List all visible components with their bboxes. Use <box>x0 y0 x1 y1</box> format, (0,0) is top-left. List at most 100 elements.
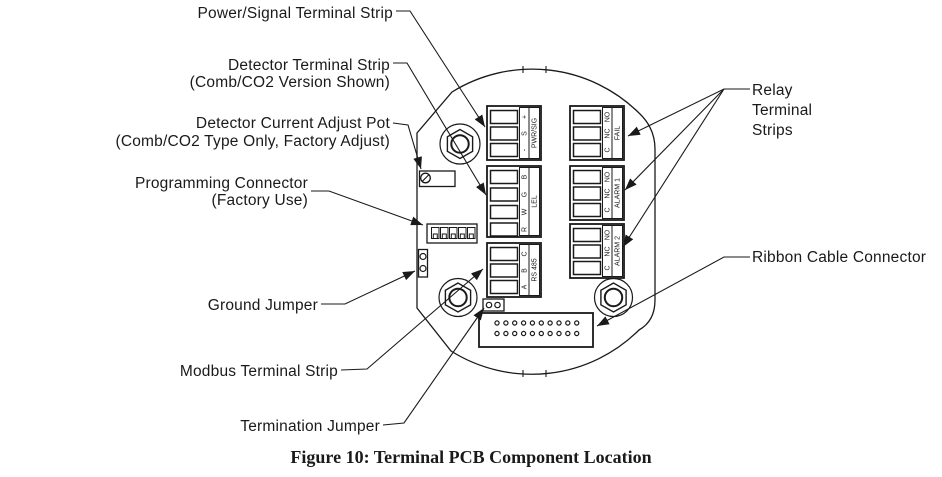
terminal-label: C <box>604 147 611 152</box>
terminal-cell <box>489 187 519 202</box>
terminal-cell <box>572 186 602 201</box>
terminal-label: C <box>604 207 611 212</box>
label-programming-line2: (Factory Use) <box>212 192 308 209</box>
terminal-label: - <box>521 148 528 151</box>
power-signal-leader <box>396 10 486 128</box>
relay-terminal-strip-alarm1: NO NC C ALARM 1 <box>569 165 625 221</box>
callout-labels: Power/Signal Terminal Strip Detector Ter… <box>115 5 926 435</box>
label-pot-line2: (Comb/CO2 Type Only, Factory Adjust) <box>115 133 390 150</box>
strip-name-column <box>611 167 623 219</box>
relay-terminal-strip-alarm2: NO NC C ALARM 2 <box>569 223 625 279</box>
jumper-body <box>417 248 429 278</box>
pot-screw-slot <box>421 174 430 183</box>
strip-name-column <box>528 107 540 159</box>
terminal-label: NO <box>604 171 611 182</box>
terminal-cell <box>489 169 519 185</box>
terminal-label: B <box>521 268 528 273</box>
terminal-cell <box>489 126 519 141</box>
label-modbus: Modbus Terminal Strip <box>180 363 338 380</box>
screw-head <box>448 287 468 308</box>
label-termination: Termination Jumper <box>240 418 380 435</box>
terminal-cell <box>489 109 519 125</box>
screw-head <box>450 134 470 154</box>
ribbon-body <box>478 312 594 348</box>
terminal-label: NO <box>604 111 611 122</box>
modbus-terminal-strip: C B A RS 485 <box>486 242 542 298</box>
label-relay-line1: Relay <box>752 82 793 99</box>
jumper-pin <box>419 252 427 261</box>
relay-leader-alarm2 <box>622 88 725 248</box>
terminal-cell <box>572 142 602 158</box>
strip-name-column <box>528 167 540 236</box>
figure-caption: Figure 10: Terminal PCB Component Locati… <box>290 447 651 467</box>
terminal-cell <box>572 227 602 243</box>
terminal-cell <box>489 246 519 262</box>
label-pot-line1: Detector Current Adjust Pot <box>196 115 391 132</box>
terminal-label: C <box>521 251 528 256</box>
modbus-leader <box>340 268 484 371</box>
terminal-cell <box>572 126 602 141</box>
terminal-cell <box>489 142 519 158</box>
strip-name: PWR/SIG <box>531 118 538 148</box>
terminal-cell <box>489 279 519 295</box>
terminal-cell <box>572 202 602 218</box>
label-detector-line1: Detector Terminal Strip <box>228 57 390 74</box>
detector-terminal-strip: B G W R LEL <box>486 165 542 238</box>
label-ground-jumper: Ground Jumper <box>208 297 318 314</box>
terminal-label: A <box>521 284 528 289</box>
label-detector-line2: (Comb/CO2 Version Shown) <box>190 74 390 91</box>
screw-head <box>603 287 624 308</box>
callout-leaders <box>311 10 750 426</box>
terminal-cell <box>489 204 519 220</box>
terminal-cell <box>489 263 519 278</box>
mounting-screw-top-left <box>439 123 481 165</box>
power-signal-terminal-strip: + S - PWR/SIG <box>486 105 542 161</box>
strip-name-column <box>611 225 623 277</box>
terminal-label: + <box>521 115 528 119</box>
programming-connector <box>426 223 478 244</box>
terminal-label: NO <box>604 229 611 240</box>
relay-terminal-strip-fail: NO NC C FAIL <box>569 105 625 161</box>
terminal-label: W <box>521 208 528 215</box>
terminal-label: S <box>521 131 528 136</box>
pin-slot <box>441 233 447 239</box>
label-relay-line3: Strips <box>752 122 793 139</box>
termination-leader <box>382 307 485 426</box>
terminal-label: B <box>521 174 528 179</box>
pin-slot <box>432 233 438 239</box>
pin-slot <box>459 233 465 239</box>
termination-jumper <box>482 298 505 312</box>
pin-slot <box>468 233 474 239</box>
ground-jumper <box>417 248 429 278</box>
pin-slot <box>450 233 456 239</box>
ribbon-leader <box>596 256 750 327</box>
mounting-screw-bottom-left <box>438 277 478 318</box>
mounting-screw-bottom-right <box>593 277 634 318</box>
relay-leader-alarm1 <box>624 88 725 191</box>
strip-name: ALARM 1 <box>614 178 621 208</box>
jumper-pin <box>494 301 501 309</box>
terminal-label: NC <box>604 188 611 198</box>
terminal-label: G <box>521 192 528 197</box>
terminal-label: C <box>604 265 611 270</box>
terminal-label: NC <box>604 246 611 256</box>
strip-name: LEL <box>531 195 538 208</box>
strip-name-column <box>528 244 540 296</box>
label-power-signal: Power/Signal Terminal Strip <box>197 5 393 22</box>
jumper-pin <box>485 301 493 309</box>
strip-name: FAIL <box>614 126 621 141</box>
terminal-cell <box>572 169 602 185</box>
ribbon-pin-holes <box>494 320 580 337</box>
programming-leader <box>311 190 424 226</box>
jumper-pin <box>419 264 427 273</box>
terminal-cell <box>572 260 602 276</box>
strip-name: ALARM 2 <box>614 236 621 266</box>
pot-leader <box>392 122 422 170</box>
connector-pins <box>431 227 476 239</box>
terminal-cell <box>572 244 602 259</box>
ground-jumper-leader <box>321 270 416 305</box>
label-ribbon: Ribbon Cable Connector <box>752 249 926 266</box>
ribbon-cable-connector <box>478 312 594 348</box>
